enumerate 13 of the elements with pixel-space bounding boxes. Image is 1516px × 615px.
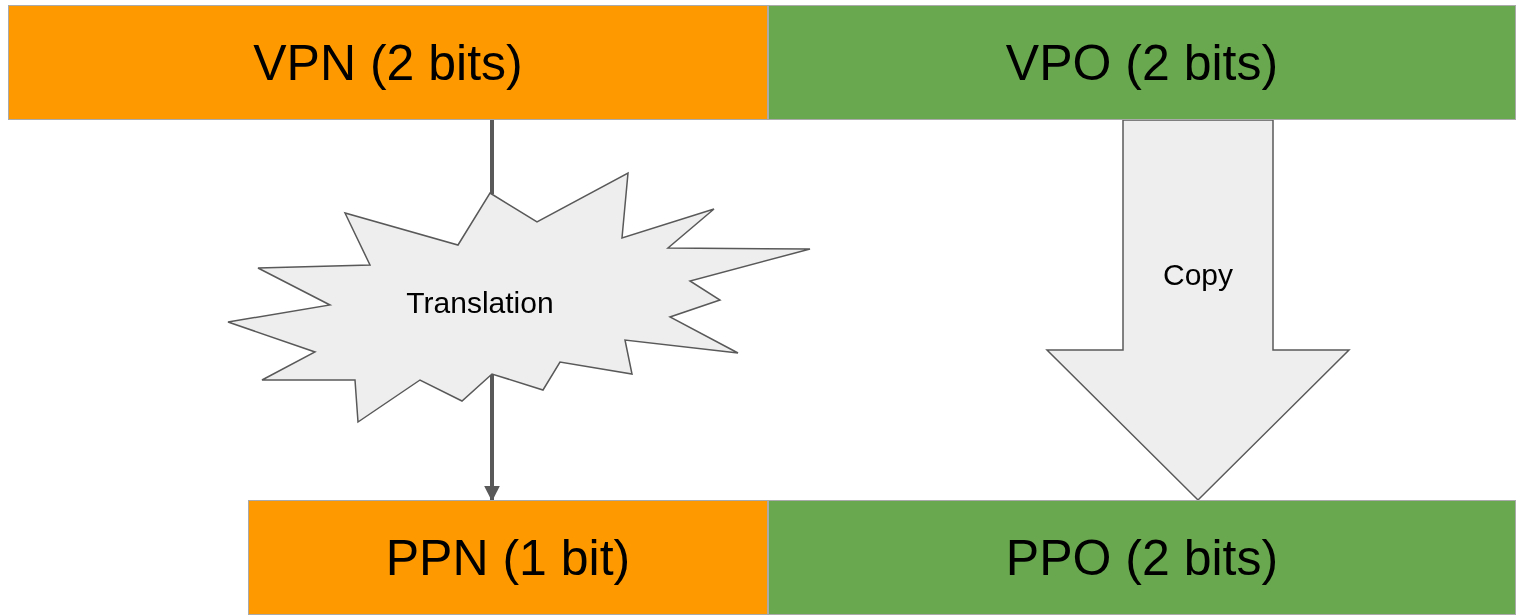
edge-label: Copy [1163,258,1233,292]
field-label: VPO (2 bits) [1005,33,1279,92]
connector-line [490,120,494,194]
field-label: PPO (2 bits) [1005,528,1279,587]
arrow [484,375,500,502]
address-field [248,500,768,615]
address-field [768,5,1516,120]
field-label: PPN (1 bit) [385,528,631,587]
shape-label: Translation [406,286,554,320]
field-label: VPN (2 bits) [253,33,523,92]
block-arrow [1045,119,1351,502]
address-field [8,5,768,120]
address-field [768,500,1516,615]
